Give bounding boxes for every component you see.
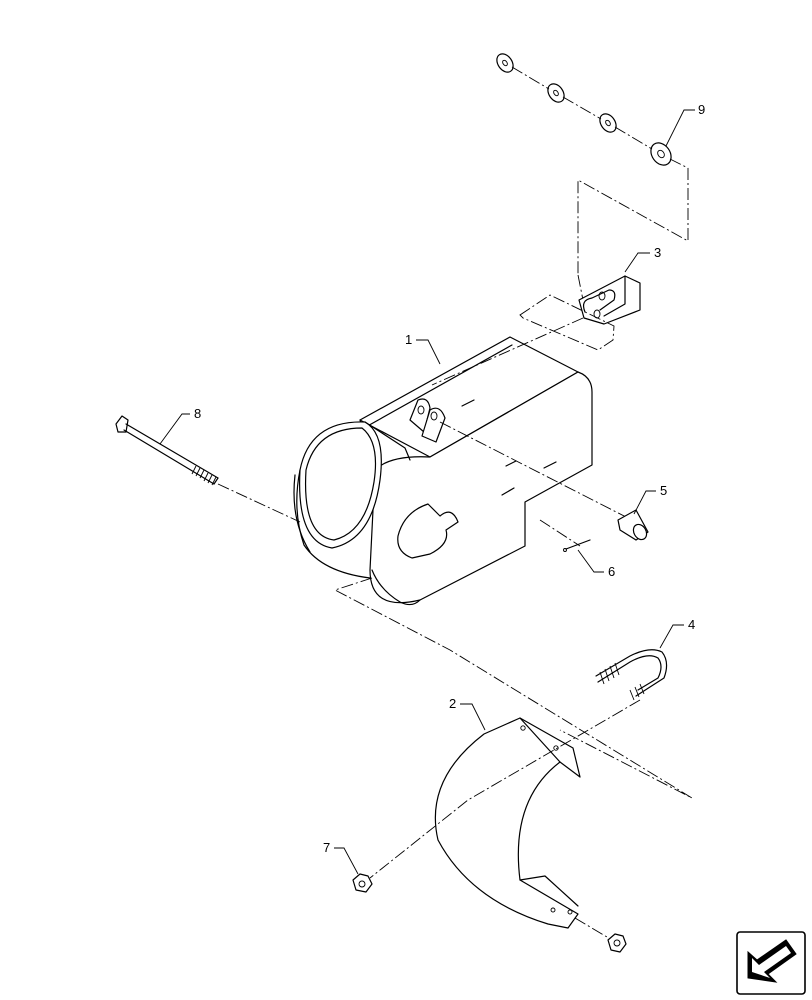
clip-bracket bbox=[578, 275, 641, 325]
assembly-path-lower-housing bbox=[333, 577, 693, 799]
callout-4: 4 bbox=[688, 617, 695, 632]
assembly-path-shield bbox=[369, 699, 641, 941]
callout-3: 3 bbox=[654, 245, 661, 260]
callout-5: 5 bbox=[660, 483, 667, 498]
callout-7: 7 bbox=[323, 840, 330, 855]
callout-8: 8 bbox=[194, 406, 201, 421]
callout-2: 2 bbox=[449, 696, 456, 711]
clevis-pin bbox=[617, 509, 649, 541]
assembly-path-housing bbox=[431, 317, 629, 547]
callout-1: 1 bbox=[405, 332, 412, 347]
flange-nut-left bbox=[352, 873, 373, 893]
curved-shield bbox=[434, 717, 581, 929]
leader-lines bbox=[159, 109, 695, 875]
arrow-left-down-icon[interactable] bbox=[736, 931, 806, 995]
u-bolt bbox=[595, 649, 668, 701]
assembly-path-bolt bbox=[217, 483, 301, 523]
long-bolt bbox=[115, 415, 219, 486]
assembly-path-upper bbox=[577, 168, 689, 301]
main-housing bbox=[293, 336, 593, 606]
flange-nut-right bbox=[607, 933, 627, 953]
cotter-pin bbox=[563, 539, 591, 552]
bracket-outline-dashed bbox=[519, 294, 615, 351]
callout-6: 6 bbox=[608, 564, 615, 579]
callout-9: 9 bbox=[698, 102, 705, 117]
washer-stack bbox=[496, 53, 689, 169]
